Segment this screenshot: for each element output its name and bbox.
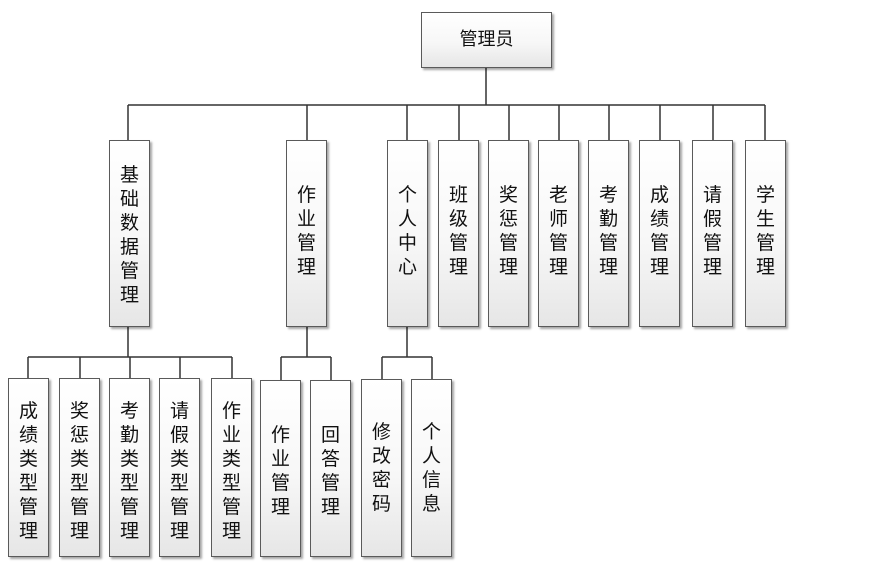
node-personal-center: 个人中心 — [387, 140, 428, 327]
node-homework-manage: 作业管理 — [260, 380, 301, 557]
node-label: 个人中心 — [397, 184, 417, 278]
node-label: 修改密码 — [371, 421, 391, 515]
node-homework: 作业管理 — [286, 140, 327, 327]
node-personal-info: 个人信息 — [411, 379, 452, 557]
node-grade-type: 成绩类型管理 — [8, 378, 49, 557]
node-student: 学生管理 — [745, 140, 786, 327]
node-attendance-type: 考勤类型管理 — [109, 378, 150, 557]
node-change-password: 修改密码 — [361, 379, 402, 557]
node-attendance: 考勤管理 — [588, 140, 629, 327]
node-leave: 请假管理 — [692, 140, 733, 327]
node-label: 考勤管理 — [598, 184, 618, 278]
node-label: 回答管理 — [320, 424, 340, 518]
node-label: 作业管理 — [270, 424, 290, 518]
node-label: 老师管理 — [548, 184, 568, 278]
node-label: 学生管理 — [755, 184, 775, 278]
root-node-admin: 管理员 — [421, 12, 552, 68]
node-reward-type: 奖惩类型管理 — [59, 378, 100, 557]
root-node-label: 管理员 — [459, 29, 514, 50]
node-basic-data: 基础数据管理 — [109, 140, 150, 327]
node-label: 奖惩管理 — [498, 184, 518, 278]
node-answer-manage: 回答管理 — [310, 380, 351, 557]
node-label: 作业管理 — [296, 184, 316, 278]
node-label: 基础数据管理 — [119, 164, 139, 306]
node-label: 奖惩类型管理 — [69, 400, 89, 542]
node-label: 请假类型管理 — [169, 400, 189, 542]
node-label: 考勤类型管理 — [119, 400, 139, 542]
node-leave-type: 请假类型管理 — [159, 378, 200, 557]
node-grades: 成绩管理 — [639, 140, 680, 327]
node-label: 请假管理 — [702, 184, 722, 278]
node-label: 成绩类型管理 — [18, 400, 38, 542]
node-label: 成绩管理 — [649, 184, 669, 278]
node-label: 作业类型管理 — [221, 400, 241, 542]
node-label: 班级管理 — [448, 184, 468, 278]
node-teacher: 老师管理 — [538, 140, 579, 327]
node-homework-type: 作业类型管理 — [211, 378, 252, 557]
node-class: 班级管理 — [438, 140, 479, 327]
node-label: 个人信息 — [421, 421, 441, 515]
node-reward-punish: 奖惩管理 — [488, 140, 529, 327]
